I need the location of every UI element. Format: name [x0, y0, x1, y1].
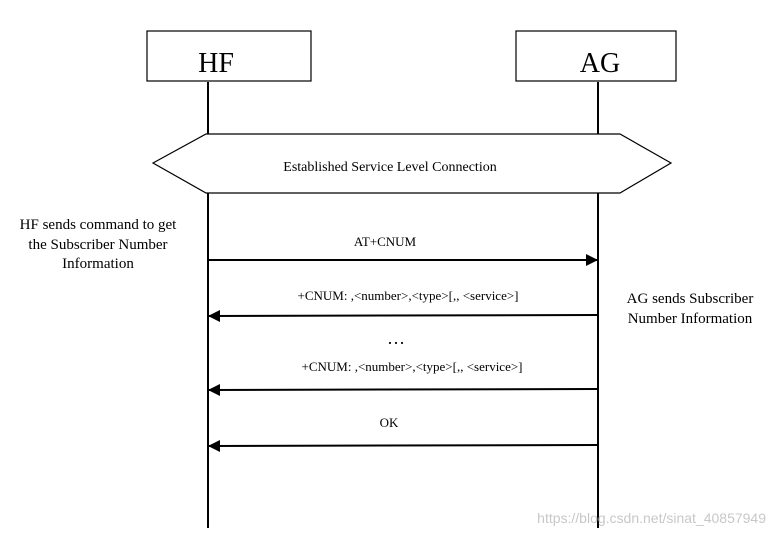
- message-label: AT+CNUM: [354, 234, 417, 249]
- participant-ag-box: [515, 30, 677, 82]
- message-ok: OK: [208, 415, 599, 452]
- continuation-ellipsis: …: [387, 328, 407, 348]
- message-arrow: [208, 383, 599, 396]
- message-at-cnum: AT+CNUM: [208, 234, 598, 266]
- participant-ag-label: AG: [580, 48, 620, 79]
- message-label: +CNUM: ,<number>,<type>[,, <service>]: [302, 359, 523, 374]
- banner-hexagon: [151, 133, 673, 194]
- participant-ag: AG: [515, 30, 677, 82]
- hf-note-line: the Subscriber Number: [28, 237, 167, 253]
- message-cnum-response-1: +CNUM: ,<number>,<type>[,, <service>]: [208, 288, 599, 322]
- message-label: +CNUM: ,<number>,<type>[,, <service>]: [298, 288, 519, 303]
- hf-note-line: HF sends command to get: [20, 217, 177, 233]
- watermark-text: https://blog.csdn.net/sinat_40857949: [537, 510, 766, 526]
- ag-note-line: AG sends Subscriber: [627, 291, 754, 307]
- banner-label: Established Service Level Connection: [283, 160, 496, 175]
- service-connection-banner: Established Service Level Connection: [151, 133, 673, 194]
- participant-hf: HF: [146, 30, 312, 82]
- ag-note: AG sends Subscriber Number Information: [627, 291, 754, 327]
- message-arrow: [208, 439, 599, 452]
- hf-note: HF sends command to get the Subscriber N…: [20, 217, 177, 272]
- hf-note-line: Information: [62, 256, 134, 272]
- message-label: OK: [380, 415, 399, 430]
- message-arrow: [208, 309, 599, 322]
- message-cnum-response-2: +CNUM: ,<number>,<type>[,, <service>]: [208, 359, 599, 396]
- participant-hf-box: [146, 30, 312, 82]
- participant-hf-label: HF: [198, 48, 234, 79]
- ag-note-line: Number Information: [628, 311, 753, 327]
